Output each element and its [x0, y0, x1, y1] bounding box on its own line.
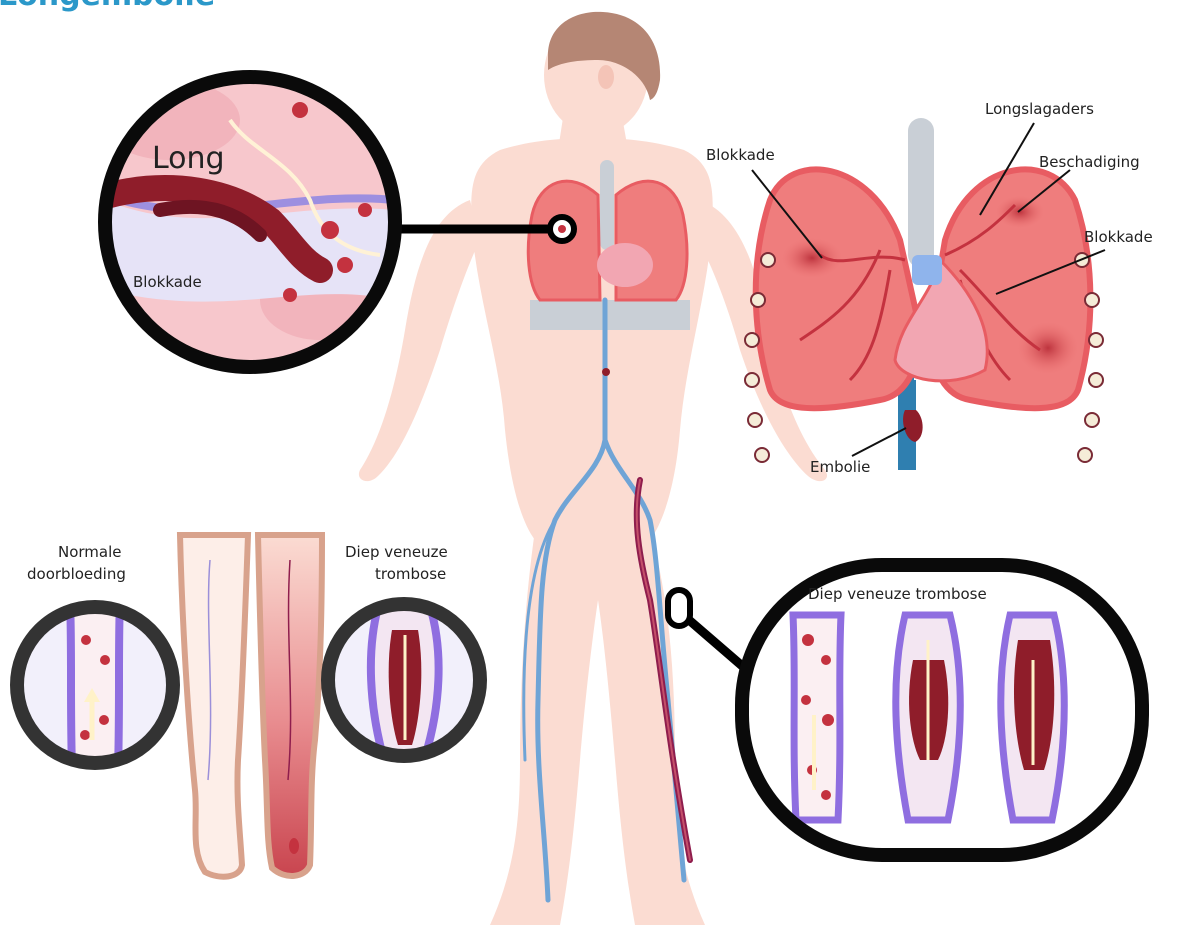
- lungs-blockage-right-label: Blokkade: [1084, 228, 1153, 247]
- legs-comparison: [180, 535, 322, 877]
- normal-flow-circle: [17, 600, 173, 770]
- dvt-zoom-panel: [742, 565, 1142, 855]
- dvt-small-circle: [328, 600, 480, 760]
- vein-thrombus-advanced: [1001, 615, 1065, 820]
- lung-zoom-label: Long: [152, 142, 225, 176]
- dvt-label-line2: trombose: [375, 565, 446, 584]
- dvt-zoom-marker: [668, 590, 690, 626]
- lung-zoom-blockage-label: Blokkade: [133, 273, 202, 292]
- lungs-blockage-left-label: Blokkade: [706, 146, 775, 165]
- lungs-arteries-label: Longslagaders: [985, 100, 1094, 119]
- body-lungs: [528, 160, 690, 330]
- vein-thrombus-forming: [896, 615, 961, 820]
- lungs-damage-label: Beschadiging: [1039, 153, 1140, 172]
- dvt-zoom-label: Diep veneuze trombose: [808, 585, 987, 604]
- pointer-embolism: [852, 428, 906, 456]
- vein-normal: [793, 615, 841, 820]
- normal-flow-label-line2: doorbloeding: [27, 565, 126, 584]
- dvt-label-line1: Diep veneuze: [345, 543, 448, 562]
- normal-flow-label-line1: Normale: [58, 543, 122, 562]
- lung-zoom-circle: [100, 77, 395, 367]
- lungs-embolism-label: Embolie: [810, 458, 870, 477]
